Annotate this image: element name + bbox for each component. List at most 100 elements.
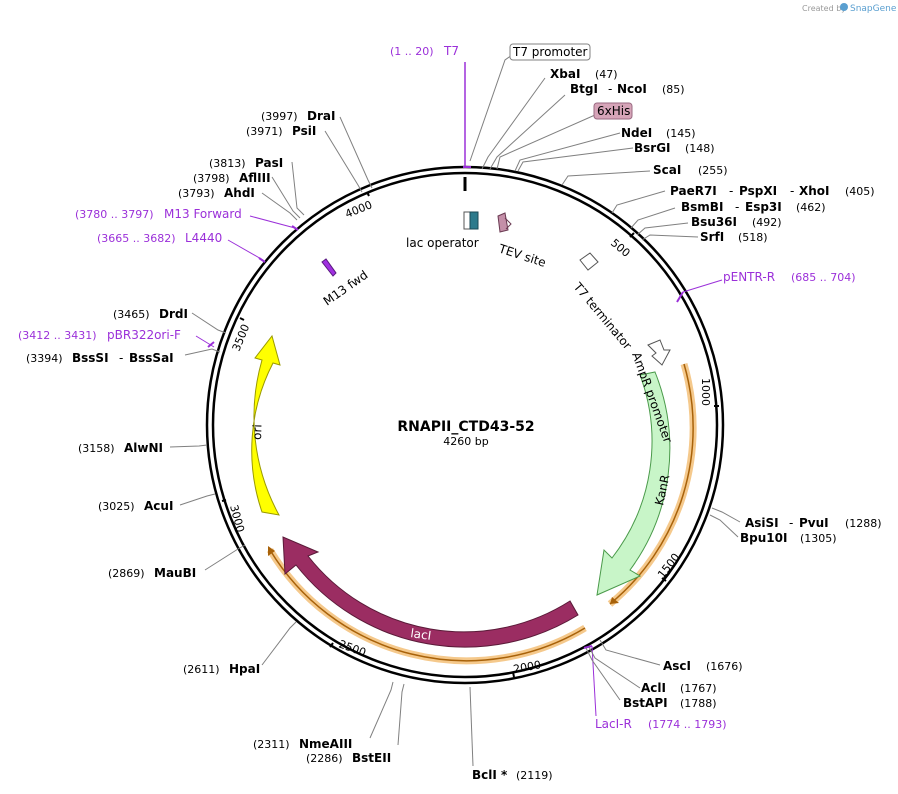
enzyme-acli[interactable]: AclI <box>641 681 666 695</box>
t7-promoter-box[interactable] <box>509 43 591 61</box>
enzyme-bcli[interactable]: BclI * <box>472 768 508 782</box>
leader-bpu10i <box>709 514 739 538</box>
primer-mark-pbr322ori-f <box>207 341 215 348</box>
enzyme-xbai-pos: (47) <box>595 68 618 81</box>
leader-alwni <box>169 444 208 448</box>
enzyme-bpu10i-pos: (1305) <box>800 532 837 545</box>
enzyme-afliii[interactable]: AflIII <box>239 171 271 185</box>
enzyme-bsmbi[interactable]: BsmBI <box>681 200 723 214</box>
enzyme-labels-right: XbaI (47) BtgI - NcoI (85) NdeI (145) Bs… <box>550 67 882 710</box>
laci-arrow[interactable] <box>282 536 579 648</box>
enzyme-maubi[interactable]: MauBI <box>154 566 196 580</box>
leader-bsrgi <box>517 147 634 172</box>
enzyme-bsteii[interactable]: BstEII <box>352 751 391 765</box>
m13-fwd-label: M13 fwd <box>321 268 371 309</box>
leader-nmeaiii <box>369 681 394 739</box>
enzyme-separator: - <box>608 82 612 96</box>
enzyme-acui[interactable]: AcuI <box>144 499 173 513</box>
t7-terminator-label: T7 terminator <box>570 279 634 352</box>
primer-t7-name: T7 <box>443 44 459 58</box>
boxed-labels: T7 promoter 6xHis <box>509 43 633 120</box>
enzyme-bsssi[interactable]: BssSI <box>72 351 109 365</box>
leader-drdi <box>191 312 227 334</box>
leader-bsu36i <box>636 222 689 236</box>
enzyme-separator: - <box>735 200 739 214</box>
enzyme-bsu36i[interactable]: Bsu36I <box>691 215 737 229</box>
enzyme-paer7i[interactable]: PaeR7I <box>670 184 717 198</box>
enzyme-asci[interactable]: AscI <box>663 659 691 673</box>
leader-psii <box>324 130 363 193</box>
leader-paer7i <box>611 190 666 214</box>
enzyme-xbai[interactable]: XbaI <box>550 67 580 81</box>
t7-promoter-label: T7 promoter <box>512 45 588 59</box>
ori-arrow[interactable] <box>251 334 281 516</box>
tick-mark-3000 <box>221 499 227 502</box>
primer-l4440-name: L4440 <box>185 231 222 245</box>
enzyme-bsrgi[interactable]: BsrGI <box>634 141 671 155</box>
enzyme-paer7i-pos: (405) <box>845 185 875 198</box>
enzyme-btgi[interactable]: BtgI <box>570 82 598 96</box>
enzyme-ahdi[interactable]: AhdI <box>224 186 255 200</box>
enzyme-labels-left: (2869) MauBI (3025) AcuI (3158) AlwNI (3… <box>26 109 335 580</box>
primer-pbr322ori-f-range: (3412 .. 3431) <box>18 329 97 342</box>
enzyme-hpai[interactable]: HpaI <box>229 662 260 676</box>
enzyme-drai[interactable]: DraI <box>307 109 335 123</box>
primer-leader-laci-r <box>591 645 597 717</box>
tick-mark-3500 <box>239 317 245 321</box>
tev-site-marker[interactable] <box>497 212 509 233</box>
enzyme-bsteii-pos: (2286) <box>306 752 343 765</box>
enzyme-ndei[interactable]: NdeI <box>621 126 652 140</box>
enzyme-alwni[interactable]: AlwNI <box>124 441 163 455</box>
primer-t7-range: (1 .. 20) <box>390 45 434 58</box>
enzyme-pvui[interactable]: PvuI <box>799 516 829 530</box>
enzyme-bsssai[interactable]: BssSaI <box>129 351 174 365</box>
enzyme-scai[interactable]: ScaI <box>653 163 681 177</box>
primer-m13-forward-range: (3780 .. 3797) <box>75 208 154 221</box>
enzyme-ncoi[interactable]: NcoI <box>617 82 647 96</box>
m13-fwd-marker[interactable] <box>321 258 337 277</box>
enzyme-bpu10i[interactable]: Bpu10I <box>740 531 787 545</box>
kanr-orf-arrowhead <box>610 597 619 604</box>
enzyme-asisi[interactable]: AsiSI <box>745 516 779 530</box>
leader-asci <box>599 639 661 666</box>
lac-operator-label: lac operator <box>406 236 479 250</box>
enzyme-pasi[interactable]: PasI <box>255 156 283 170</box>
plasmid-title-block: RNAPII_CTD43-52 4260 bp <box>397 419 534 448</box>
enzyme-psii[interactable]: PsiI <box>292 124 316 138</box>
his-tag-box[interactable] <box>593 102 633 120</box>
enzyme-bstapi[interactable]: BstAPI <box>623 696 668 710</box>
tick-mark-500 <box>629 232 635 238</box>
enzyme-bstapi-pos: (1788) <box>680 697 717 710</box>
enzyme-asci-pos: (1676) <box>706 660 743 673</box>
laci-feature[interactable]: lacI <box>282 536 579 648</box>
primer-pentr-r-name: pENTR-R <box>723 270 775 284</box>
primer-leader-pentr-r <box>682 279 723 293</box>
enzyme-leaders <box>169 54 741 767</box>
orf-highlights <box>267 363 697 665</box>
leader-bsmbi <box>630 207 676 229</box>
tick-label-1000: 1000 <box>699 378 712 406</box>
enzyme-esp3i[interactable]: Esp3I <box>745 200 782 214</box>
enzyme-drdi[interactable]: DrdI <box>159 307 188 321</box>
lac-operator-marker[interactable] <box>469 211 479 230</box>
kanr-feature[interactable]: KanR <box>596 371 672 596</box>
enzyme-nmeaiii[interactable]: NmeAIII <box>299 737 352 751</box>
enzyme-pspxi[interactable]: PspXI <box>739 184 777 198</box>
primer-l4440-range: (3665 .. 3682) <box>97 232 176 245</box>
enzyme-srfi[interactable]: SrfI <box>700 230 724 244</box>
tick-mark-1500 <box>661 577 667 582</box>
leader-acli <box>588 646 641 689</box>
position-ticks: 500 1000 1500 2000 2500 3000 3500 4000 <box>221 191 719 678</box>
ampr-promoter-marker[interactable] <box>647 339 671 366</box>
lac-operator-marker-left[interactable] <box>463 211 471 230</box>
t7-terminator-marker[interactable] <box>579 252 599 271</box>
primer-pentr-r-range: (685 .. 704) <box>791 271 856 284</box>
his-tag-label: 6xHis <box>597 104 630 118</box>
enzyme-xhoi[interactable]: XhoI <box>799 184 830 198</box>
ori-feature[interactable]: ori <box>250 334 281 516</box>
enzyme-separator: - <box>729 184 733 198</box>
primer-laci-r-name: LacI-R <box>595 717 632 731</box>
enzyme-acli-pos: (1767) <box>680 682 717 695</box>
kanr-arrow[interactable] <box>596 371 671 596</box>
leader-srfi <box>641 234 699 241</box>
